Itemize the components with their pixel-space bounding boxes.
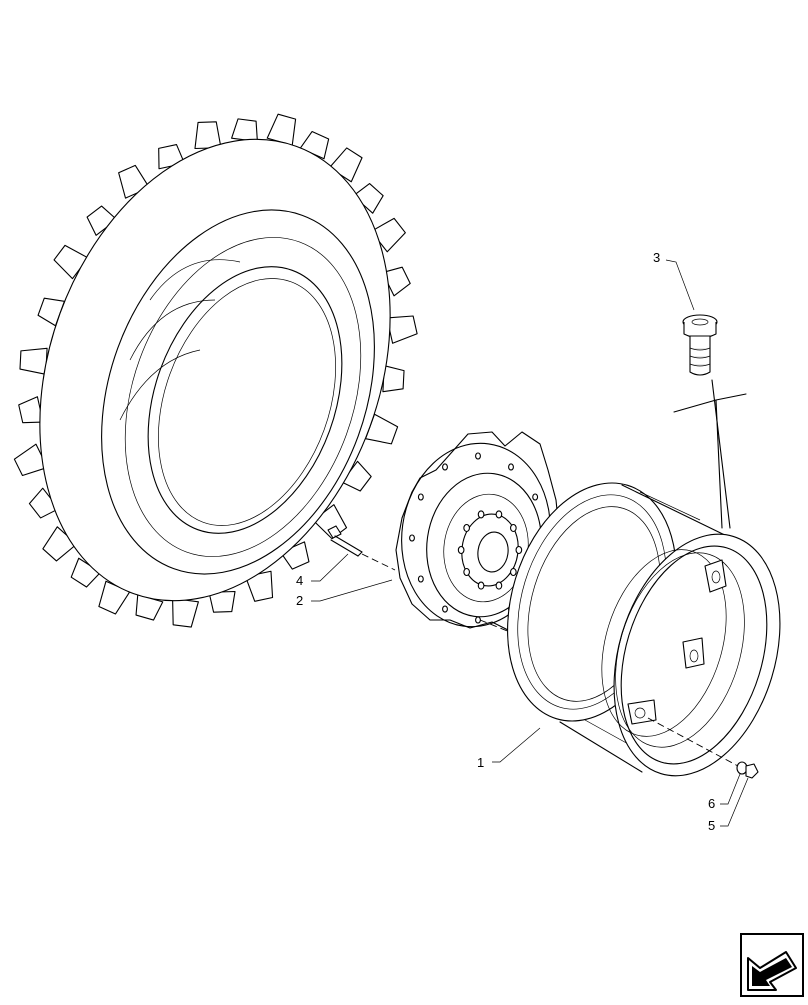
- rim-clip: [682, 637, 705, 669]
- flange-hole: [409, 534, 415, 542]
- flange-hole: [442, 463, 448, 471]
- flange-hole: [442, 605, 448, 613]
- callout-4: 4: [296, 573, 303, 588]
- bolt-hole: [515, 545, 523, 555]
- bolt-hole: [509, 523, 517, 533]
- callout-5: 5: [708, 818, 715, 833]
- bolt-hole: [477, 510, 485, 519]
- rim-clip: [704, 559, 727, 593]
- bolt-hole: [495, 581, 503, 590]
- assembly-axis: [479, 619, 511, 633]
- tread-lug: [172, 597, 199, 628]
- bolt-hole: [457, 545, 465, 555]
- rim: [507, 482, 781, 777]
- tread-lug: [231, 118, 258, 143]
- tread-lug: [19, 347, 48, 375]
- tread-lug: [280, 541, 310, 570]
- tread-lug: [341, 460, 372, 492]
- nut-washer: [736, 761, 759, 779]
- flange-hole: [417, 575, 424, 583]
- tire: [13, 113, 418, 628]
- tread-lug: [386, 315, 418, 344]
- callout-2: 2: [296, 593, 303, 608]
- flange-hole: [508, 463, 514, 471]
- back-arrow-icon[interactable]: [740, 933, 804, 997]
- valve: [673, 314, 747, 529]
- tread-lug: [208, 590, 236, 613]
- callout-6: 6: [708, 796, 715, 811]
- rim-clip: [627, 699, 657, 725]
- flange-hole: [417, 493, 424, 501]
- bolt-hole: [477, 581, 485, 590]
- flange-hole: [475, 616, 481, 624]
- tread-lug: [382, 365, 405, 393]
- tread-lug: [194, 121, 222, 150]
- bolt-hole: [463, 523, 471, 533]
- tread-lug: [86, 205, 118, 236]
- bolt-hole: [495, 510, 503, 519]
- tread-lug: [53, 244, 89, 280]
- callout-1: 1: [477, 755, 484, 770]
- bolt-hole: [463, 567, 471, 577]
- bolt: [327, 525, 396, 571]
- tread-lug: [244, 570, 274, 602]
- leader-lines: [311, 259, 749, 827]
- bolt-hole: [509, 567, 517, 577]
- flange-hole: [475, 452, 481, 460]
- flange-hole: [532, 493, 539, 501]
- assembly-axis: [647, 717, 739, 767]
- callout-3: 3: [653, 250, 660, 265]
